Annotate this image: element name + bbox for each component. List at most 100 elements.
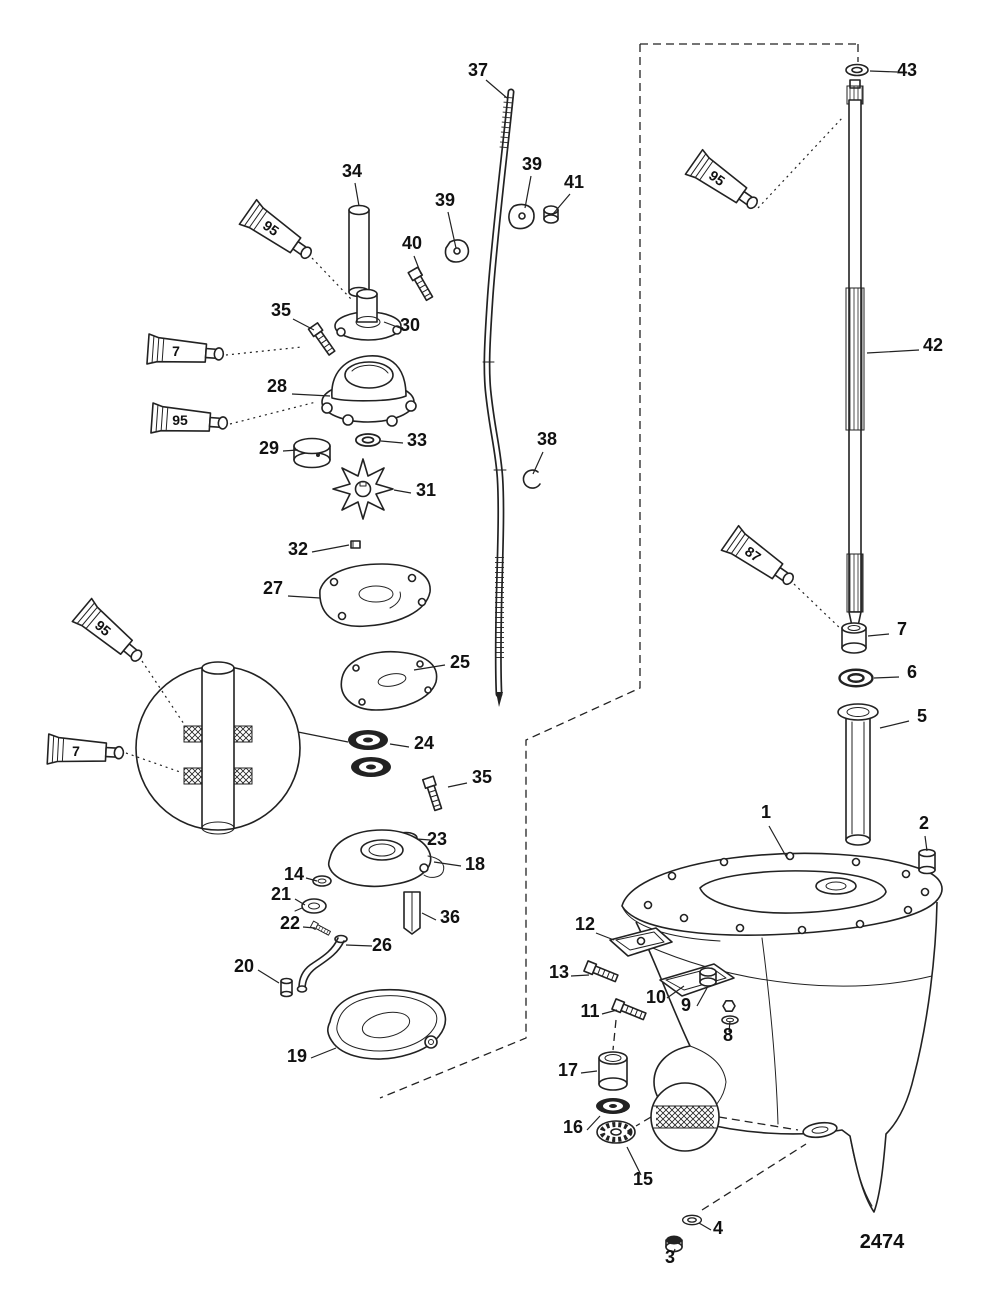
callout-24: 24 bbox=[414, 733, 434, 753]
callout-3: 3 bbox=[665, 1247, 675, 1267]
callout-labels: 37 39 41 40 39 34 35 30 28 33 29 31 38 3… bbox=[234, 60, 943, 1267]
tube-95-left bbox=[150, 402, 230, 440]
callout-13: 13 bbox=[549, 962, 569, 982]
callout-6: 6 bbox=[907, 662, 917, 682]
callout-38: 38 bbox=[537, 429, 557, 449]
tube-label-95-left: 95 bbox=[172, 412, 188, 428]
part-25-gasket-upper bbox=[340, 650, 438, 711]
part-12-anode-plate bbox=[609, 927, 673, 957]
callout-23: 23 bbox=[427, 829, 447, 849]
part-39-clamp-right bbox=[508, 203, 535, 230]
part-39-clamp-left bbox=[444, 239, 470, 263]
detail-leader-dashes bbox=[612, 1019, 807, 1211]
tube-label-7-lower-left: 7 bbox=[72, 743, 80, 759]
callout-22: 22 bbox=[280, 913, 300, 933]
part-24-oil-seal-a bbox=[348, 730, 388, 750]
callout-12: 12 bbox=[575, 914, 595, 934]
callout-25: 25 bbox=[450, 652, 470, 672]
tube-7-left bbox=[146, 333, 226, 371]
part-42-driveshaft bbox=[845, 79, 865, 627]
callout-31: 31 bbox=[416, 480, 436, 500]
callout-5: 5 bbox=[917, 706, 927, 726]
part-40-screw bbox=[407, 266, 436, 303]
part-5-driveshaft-sleeve bbox=[837, 703, 879, 846]
part-4-washer bbox=[681, 1214, 703, 1226]
callout-15: 15 bbox=[633, 1169, 653, 1189]
part-6-ring bbox=[838, 668, 874, 688]
part-30-seal-carrier bbox=[334, 288, 402, 341]
callout-4: 4 bbox=[713, 1218, 723, 1238]
lubricant-leader-lines bbox=[125, 115, 845, 773]
callout-16: 16 bbox=[563, 1117, 583, 1137]
callout-29: 29 bbox=[259, 438, 279, 458]
callout-28: 28 bbox=[267, 376, 287, 396]
callout-17: 17 bbox=[558, 1060, 578, 1080]
callout-10: 10 bbox=[646, 987, 666, 1007]
tube-95-lower-left bbox=[71, 597, 151, 671]
callout-1: 1 bbox=[761, 802, 771, 822]
callout-40: 40 bbox=[402, 233, 422, 253]
callout-39-left: 39 bbox=[435, 190, 455, 210]
part-35-bolt-upper bbox=[307, 322, 338, 357]
callout-leader-lines bbox=[257, 70, 928, 1256]
callout-21: 21 bbox=[271, 884, 291, 904]
callout-37: 37 bbox=[468, 60, 488, 80]
bearing-detail-inset bbox=[135, 661, 301, 835]
callout-30: 30 bbox=[400, 315, 420, 335]
part-19-gasket-lower bbox=[327, 988, 447, 1060]
tube-label-7-left: 7 bbox=[172, 343, 180, 359]
callout-8: 8 bbox=[723, 1025, 733, 1045]
part-17-bushing bbox=[598, 1051, 628, 1091]
part-38-retainer-clip bbox=[522, 469, 541, 489]
part-36-guide-plate bbox=[403, 891, 421, 935]
part-15-bearing bbox=[596, 1120, 636, 1144]
part-31-impeller bbox=[332, 458, 394, 520]
part-7-bushing bbox=[841, 622, 867, 654]
part-33-washer bbox=[355, 433, 381, 447]
part-2-dowel bbox=[918, 848, 936, 875]
callout-9: 9 bbox=[681, 995, 691, 1015]
part-34-sleeve bbox=[348, 204, 370, 298]
needle-bearing-detail-inset bbox=[650, 1082, 720, 1152]
part-24-oil-seal-b bbox=[351, 757, 391, 777]
part-13-bolt bbox=[583, 960, 620, 985]
part-43-washer bbox=[845, 63, 869, 77]
callout-27: 27 bbox=[263, 578, 283, 598]
part-21-cam-washer bbox=[294, 898, 327, 914]
part-16-seal bbox=[596, 1098, 630, 1114]
callout-41: 41 bbox=[564, 172, 584, 192]
part-1-gear-housing bbox=[621, 851, 943, 1213]
callout-35-upper: 35 bbox=[271, 300, 291, 320]
part-32-impeller-key bbox=[350, 540, 361, 549]
callout-2: 2 bbox=[919, 813, 929, 833]
assembly-boundary-dashes bbox=[379, 43, 859, 1099]
part-9-cap bbox=[699, 967, 717, 987]
tube-87-right bbox=[720, 524, 802, 595]
part-27-face-plate bbox=[319, 563, 431, 628]
callout-20: 20 bbox=[234, 956, 254, 976]
exhaust-port bbox=[802, 1121, 838, 1139]
callout-43: 43 bbox=[897, 60, 917, 80]
tube-95-upper-left bbox=[238, 198, 320, 269]
callout-34: 34 bbox=[342, 161, 362, 181]
part-41-nut bbox=[543, 205, 559, 224]
part-26-water-tube bbox=[296, 934, 348, 993]
callout-14: 14 bbox=[284, 864, 304, 884]
tube-95-top-right bbox=[684, 148, 766, 219]
drawing-number: 2474 bbox=[860, 1231, 905, 1253]
callout-19: 19 bbox=[287, 1046, 307, 1066]
part-18-pump-base bbox=[327, 829, 445, 888]
part-22-screw bbox=[309, 920, 332, 937]
part-14-seal-small bbox=[312, 875, 332, 887]
callout-18: 18 bbox=[465, 854, 485, 874]
callout-32: 32 bbox=[288, 539, 308, 559]
flange-bolt-holes bbox=[643, 851, 930, 935]
tube-7-lower-left bbox=[46, 733, 125, 769]
bearing-rollers bbox=[183, 725, 203, 743]
callout-11: 11 bbox=[580, 1001, 599, 1021]
part-35-bolt-lower bbox=[421, 775, 445, 812]
callout-26: 26 bbox=[372, 935, 392, 955]
callout-35-lower: 35 bbox=[472, 767, 492, 787]
